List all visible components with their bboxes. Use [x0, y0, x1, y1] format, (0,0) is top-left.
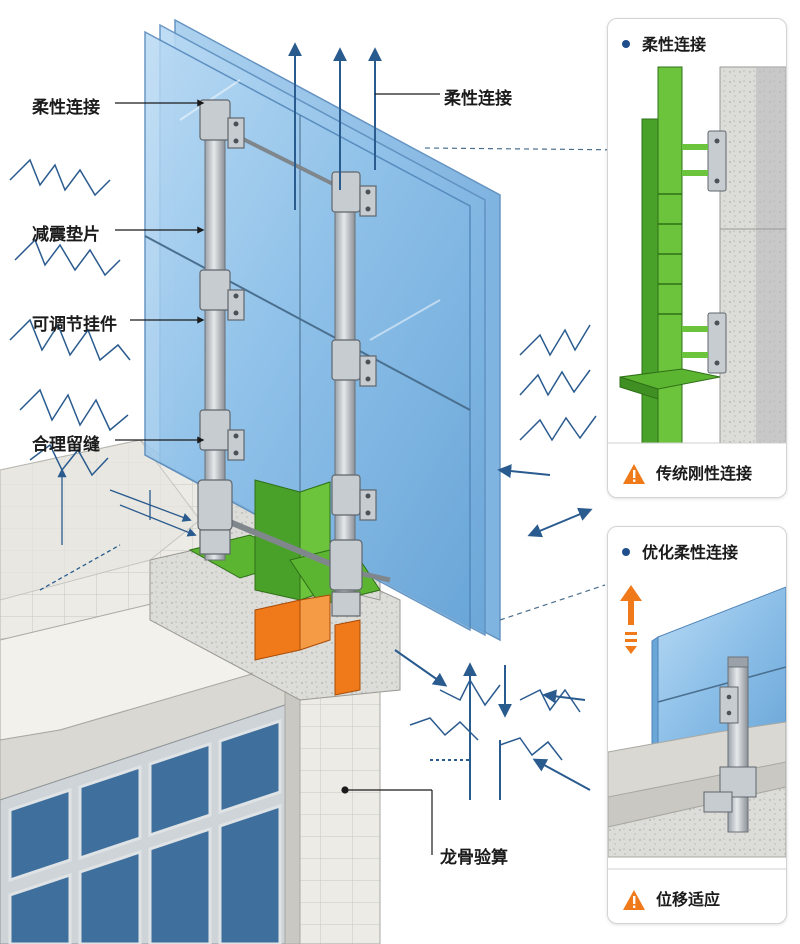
up-down-arrow-icon	[620, 585, 642, 654]
bullet-dot	[622, 547, 630, 556]
panel-top-title: 柔性连接	[622, 31, 706, 55]
panel-top-illustration	[608, 66, 786, 444]
label-flexible-connection-top: 柔性连接	[444, 89, 512, 109]
panel-traditional-connection: 柔性连接 传统刚性连接	[607, 18, 787, 498]
gap-arrows	[39, 468, 197, 591]
label-reasonable-gap: 合理留缝	[32, 435, 100, 455]
load-arrows	[394, 464, 593, 800]
panel-optimized-connection: 优化柔性连接 位移适应	[607, 526, 787, 924]
warning-icon	[623, 464, 645, 484]
steel-frame	[197, 99, 391, 617]
panel-bottom-illustration	[608, 586, 786, 870]
wind-lines-left	[9, 158, 131, 477]
label-adjustable-hanger: 可调节挂件	[32, 315, 117, 335]
upward-arrows	[288, 42, 382, 210]
label-flexible-connection-left: 柔性连接	[32, 98, 100, 118]
bullet-dot	[622, 39, 630, 48]
panel-top-footer: 传统刚性连接	[622, 460, 752, 486]
building-windows	[8, 718, 282, 944]
leader-lines	[115, 93, 636, 855]
panel-bottom-title: 优化柔性连接	[622, 539, 738, 563]
label-shock-pad: 减震垫片	[32, 225, 100, 245]
label-keel-checking: 龙骨验算	[440, 848, 508, 868]
panel-bottom-footer: 位移适应	[622, 886, 720, 912]
warning-icon	[623, 890, 645, 910]
building	[0, 439, 401, 944]
